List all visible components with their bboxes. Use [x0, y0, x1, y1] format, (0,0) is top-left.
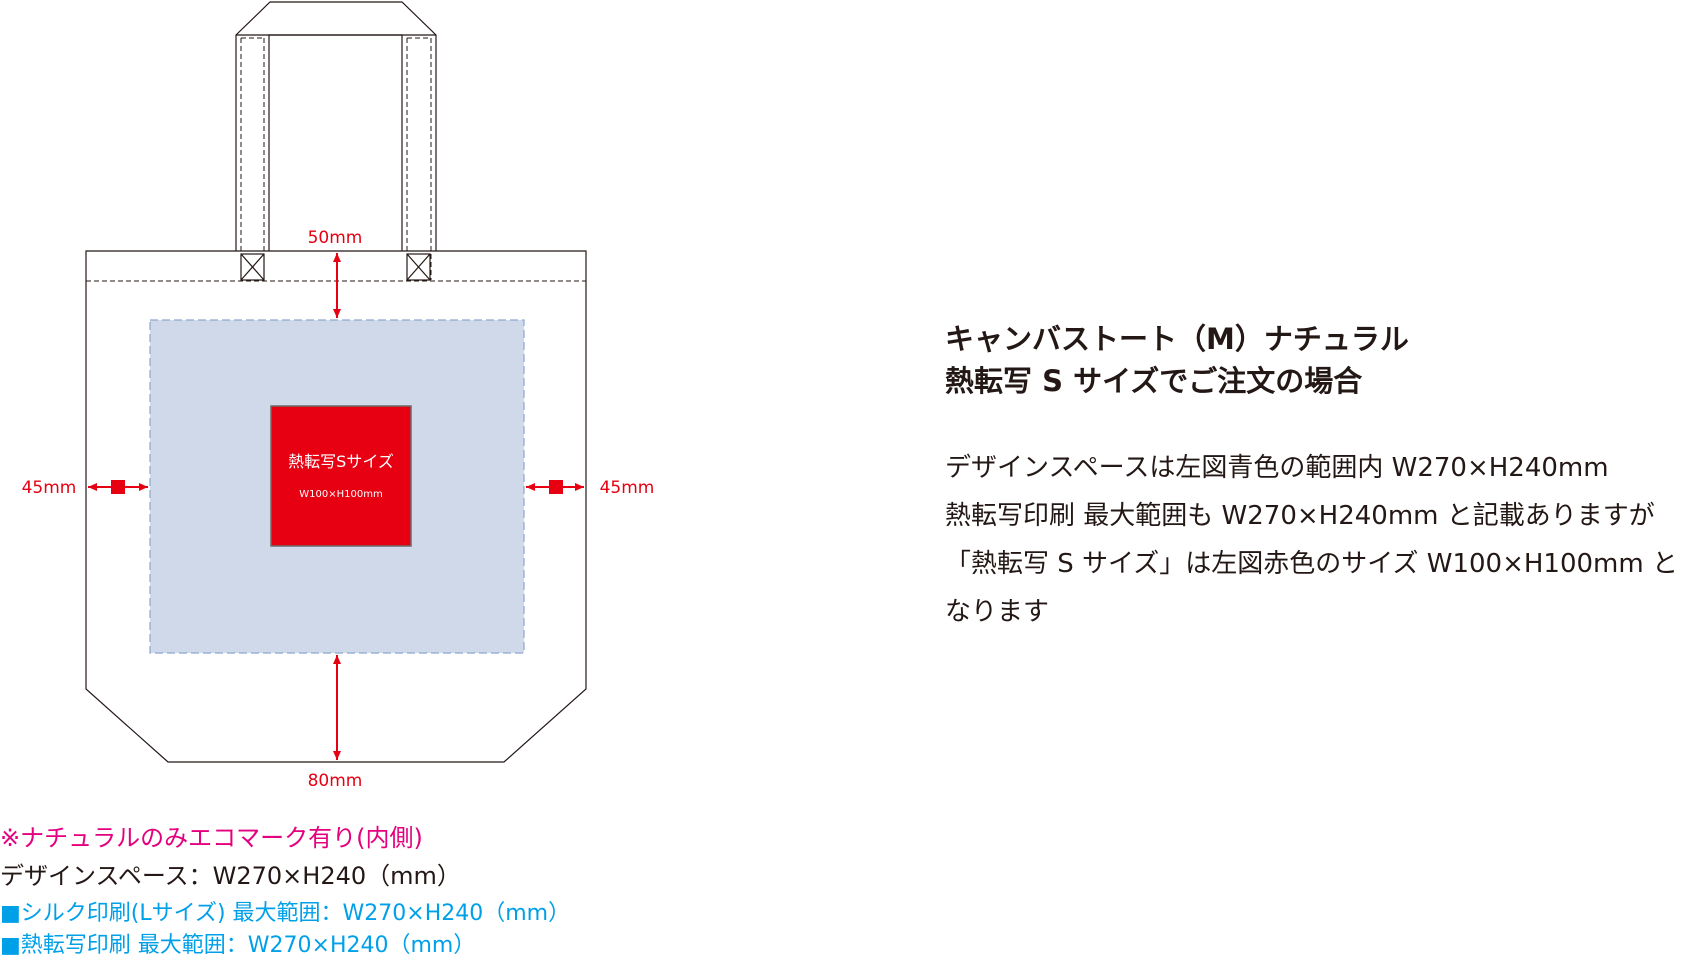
info-title: キャンバストート（M）ナチュラル 熱転写 S サイズでご注文の場合 — [945, 318, 1409, 402]
info-body-line-4: なります — [945, 597, 1050, 627]
tote-bag-diagram: 熱転写Sサイズ W100×H100mm 50mm 80mm 45mm 45mm — [22, 1, 654, 791]
bag-handles — [235, 1, 437, 281]
dimension-bottom: 80mm — [308, 655, 363, 791]
dimension-left: 45mm — [22, 478, 148, 498]
info-body-line-1: デザインスペースは左図青色の範囲内 W270×H240mm — [945, 453, 1609, 483]
dimension-top: 50mm — [308, 228, 363, 318]
dimension-bottom-label: 80mm — [308, 771, 363, 791]
heat-transfer-area — [270, 405, 412, 547]
note-silk-print: ■シルク印刷(Lサイズ) 最大範囲：W270×H240（mm） — [0, 901, 571, 926]
info-title-line-2: 熱転写 S サイズでご注文の場合 — [945, 364, 1363, 398]
dimension-right: 45mm — [526, 478, 654, 498]
heat-transfer-label: 熱転写Sサイズ — [288, 452, 394, 471]
heat-transfer-size: W100×H100mm — [299, 489, 382, 500]
info-body: デザインスペースは左図青色の範囲内 W270×H240mm 熱転写印刷 最大範囲… — [945, 444, 1678, 636]
note-heat-transfer: ■熱転写印刷 最大範囲：W270×H240（mm） — [0, 933, 476, 958]
info-body-line-2: 熱転写印刷 最大範囲も W270×H240mm と記載ありますが — [945, 501, 1655, 531]
dimension-top-label: 50mm — [308, 228, 363, 248]
dimension-right-label: 45mm — [600, 478, 655, 498]
dimension-left-label: 45mm — [22, 478, 77, 498]
note-design-space: デザインスペース：W270×H240（mm） — [0, 862, 461, 890]
note-eco-mark: ※ナチュラルのみエコマーク有り(内側) — [0, 824, 423, 852]
info-body-line-3: 「熱転写 S サイズ」は左図赤色のサイズ W100×H100mm と — [945, 549, 1678, 579]
info-title-line-1: キャンバストート（M）ナチュラル — [945, 322, 1409, 356]
